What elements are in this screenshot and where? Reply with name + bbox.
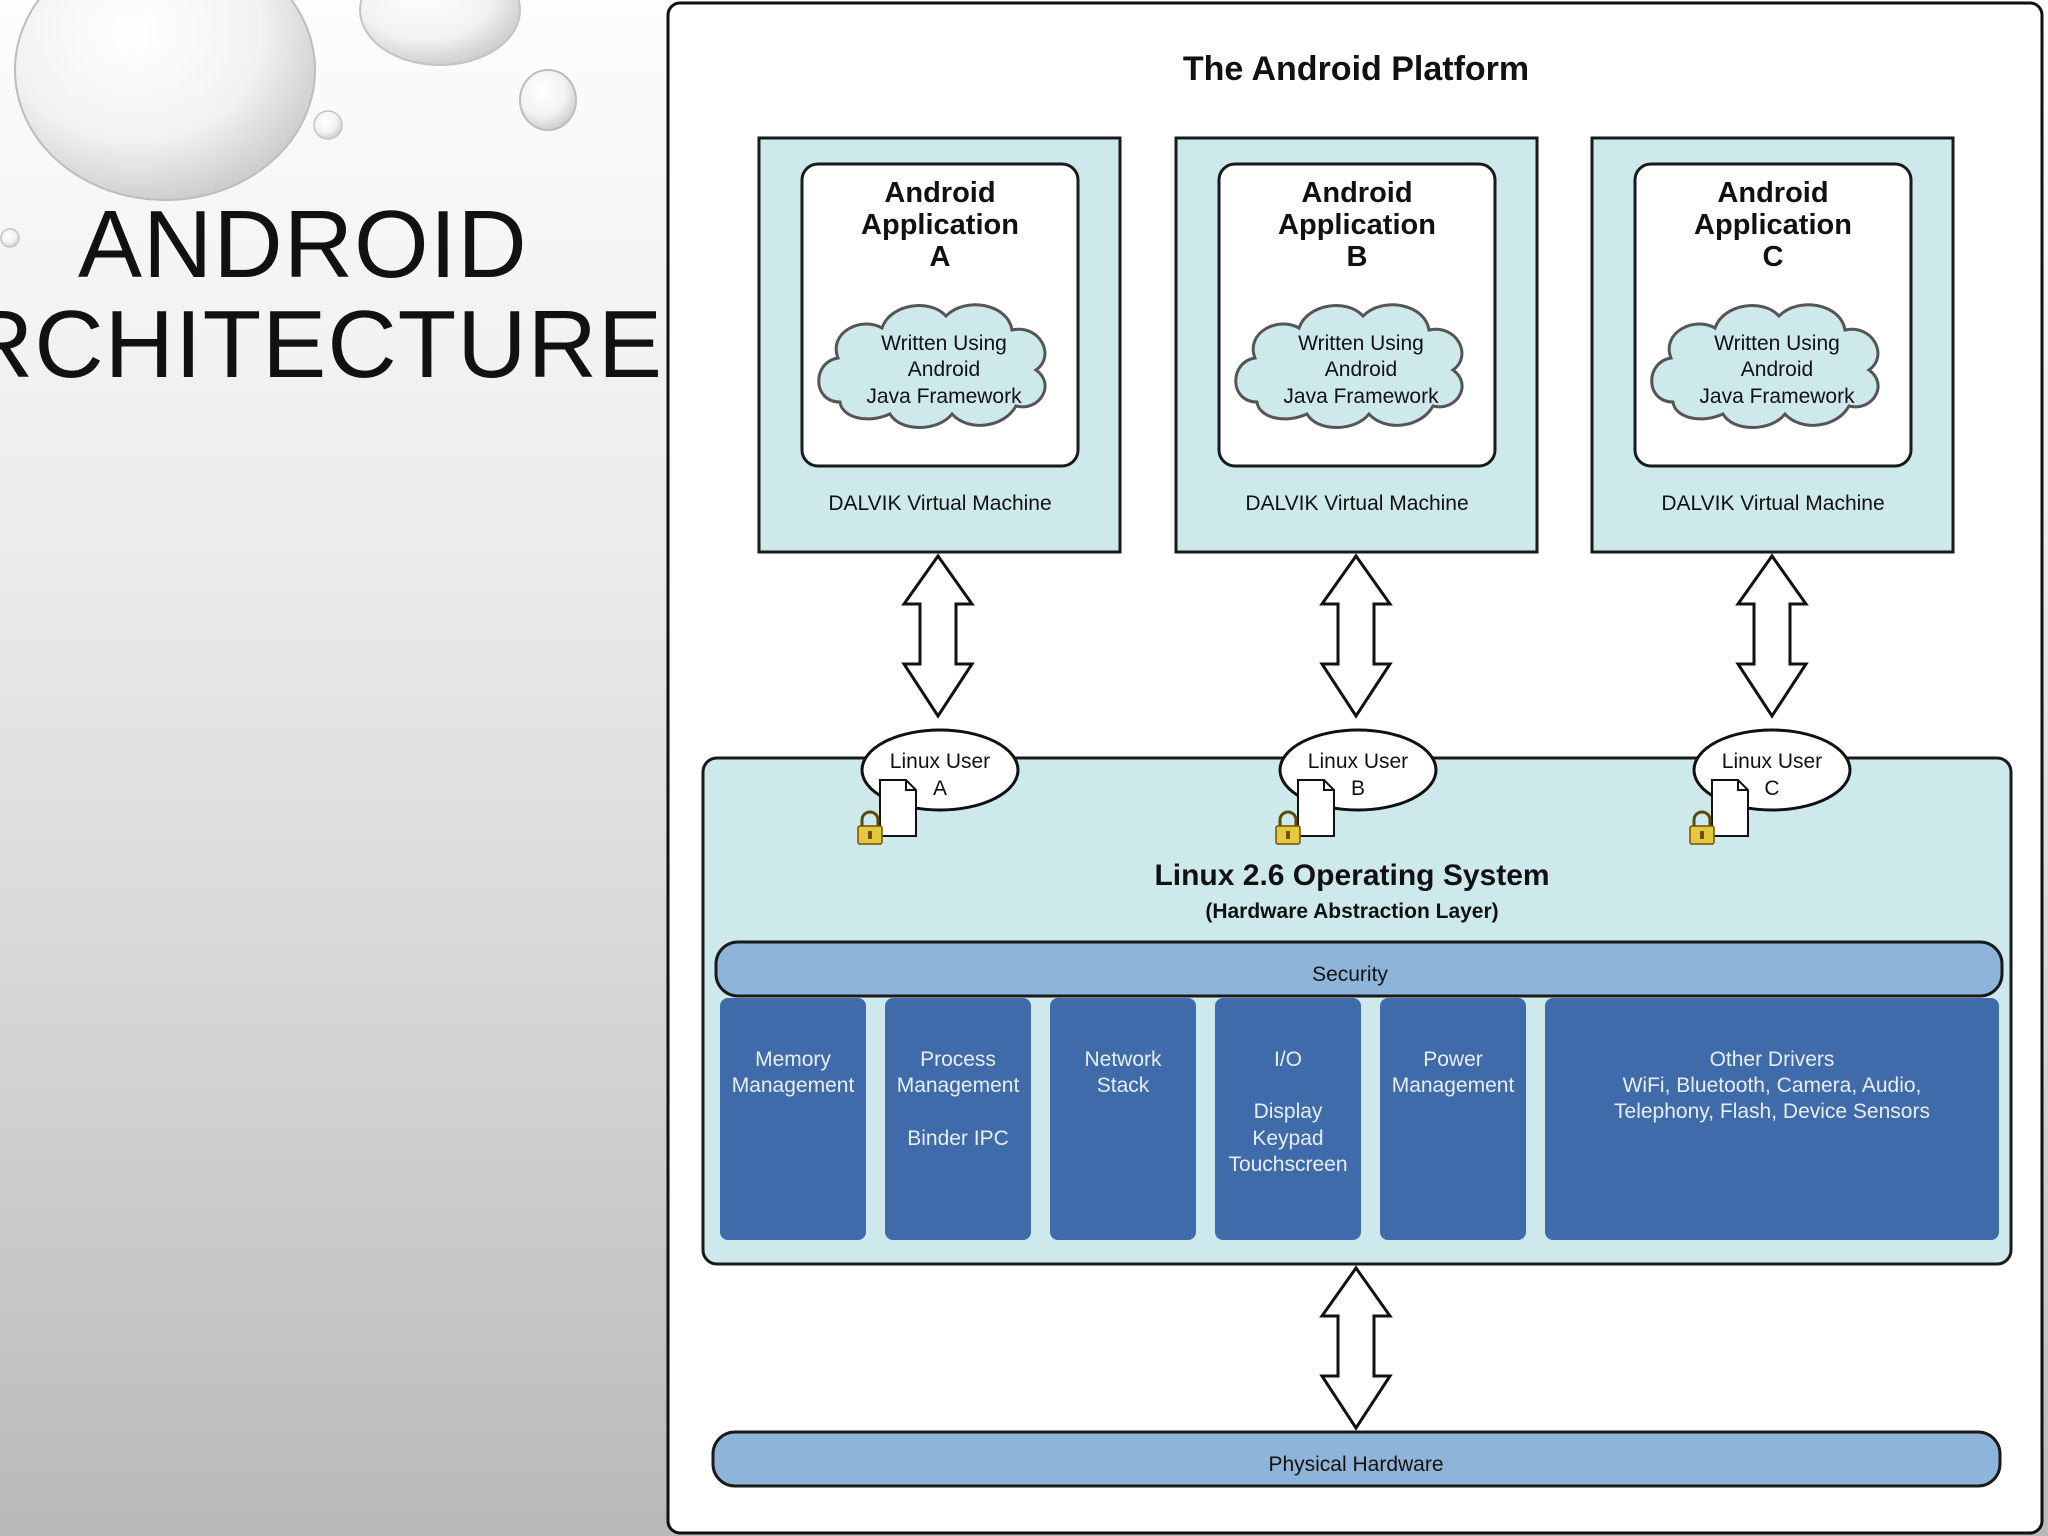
app-column-a: Android Application A Written Using Andr… bbox=[757, 136, 1122, 554]
cloud-text-line2: Android bbox=[908, 358, 980, 381]
security-bar bbox=[714, 940, 2004, 998]
linux-user-label: Linux User bbox=[1722, 750, 1822, 773]
module-box bbox=[1545, 998, 1999, 1240]
module-network-stack: Network Stack bbox=[1050, 998, 1196, 1240]
slide-title-line-2: RCHITECTURE bbox=[0, 291, 660, 398]
cloud-text-line1: Written Using bbox=[1298, 332, 1424, 355]
module-process-management: Process Management Binder IPC bbox=[885, 998, 1031, 1240]
module-text: WiFi, Bluetooth, Camera, Audio, bbox=[1623, 1074, 1922, 1097]
slide-title-line-1: ANDROID bbox=[78, 191, 528, 298]
arrow-app-a-to-os bbox=[901, 553, 975, 719]
app-label-line1: Android bbox=[1301, 177, 1412, 209]
cloud-shape bbox=[1650, 303, 1880, 429]
module-text: Network bbox=[1084, 1048, 1162, 1071]
module-text: I/O bbox=[1274, 1048, 1302, 1071]
module-text: Power bbox=[1423, 1048, 1483, 1071]
cloud-text-line2: Android bbox=[1741, 358, 1813, 381]
module-text: Telephony, Flash, Device Sensors bbox=[1614, 1100, 1930, 1123]
app-letter: A bbox=[930, 241, 951, 273]
linux-user-b: Linux User B bbox=[1274, 728, 1438, 846]
module-text: Process bbox=[920, 1048, 996, 1071]
module-text: Management bbox=[1392, 1074, 1515, 1097]
module-text: Memory bbox=[755, 1048, 831, 1071]
module-box bbox=[1215, 998, 1361, 1240]
app-column-c: Android Application C Written Using Andr… bbox=[1590, 136, 1955, 554]
module-text: Display bbox=[1254, 1100, 1323, 1123]
module-memory-management: Memory Management bbox=[720, 998, 866, 1240]
app-letter: B bbox=[1347, 241, 1368, 273]
arrow-app-b-to-os bbox=[1319, 553, 1393, 719]
arrow-os-to-hardware bbox=[1319, 1265, 1393, 1431]
cloud-text-line3: Java Framework bbox=[1699, 385, 1855, 408]
module-box bbox=[720, 998, 866, 1240]
app-column-b: Android Application B Written Using Andr… bbox=[1174, 136, 1539, 554]
app-label-line1: Android bbox=[1717, 177, 1828, 209]
module-box bbox=[1050, 998, 1196, 1240]
os-subtitle: (Hardware Abstraction Layer) bbox=[1205, 900, 1498, 923]
module-other-drivers: Other Drivers WiFi, Bluetooth, Camera, A… bbox=[1545, 998, 1999, 1240]
cloud-text-line3: Java Framework bbox=[866, 385, 1022, 408]
linux-user-label: Linux User bbox=[890, 750, 990, 773]
app-letter: C bbox=[1763, 241, 1784, 273]
module-box bbox=[885, 998, 1031, 1240]
module-text: Management bbox=[732, 1074, 855, 1097]
app-label-line2: Application bbox=[1278, 209, 1436, 241]
document-icon bbox=[879, 779, 917, 837]
linux-user-a: Linux User A bbox=[856, 728, 1020, 846]
cloud-text-line2: Android bbox=[1325, 358, 1397, 381]
cloud-text-line1: Written Using bbox=[1714, 332, 1840, 355]
linux-user-letter: B bbox=[1351, 777, 1365, 800]
module-text: Management bbox=[897, 1074, 1020, 1097]
module-text: Binder IPC bbox=[907, 1127, 1009, 1150]
app-label-line2: Application bbox=[1694, 209, 1852, 241]
vm-label: DALVIK Virtual Machine bbox=[828, 492, 1051, 515]
module-box bbox=[1380, 998, 1526, 1240]
security-label: Security bbox=[1312, 963, 1388, 986]
module-text: Keypad bbox=[1252, 1127, 1323, 1150]
module-text: Stack bbox=[1097, 1074, 1150, 1097]
document-icon bbox=[1297, 779, 1335, 837]
vm-label: DALVIK Virtual Machine bbox=[1245, 492, 1468, 515]
module-power-management: Power Management bbox=[1380, 998, 1526, 1240]
cloud-shape bbox=[817, 303, 1047, 429]
module-text: Other Drivers bbox=[1710, 1048, 1835, 1071]
document-icon bbox=[1711, 779, 1749, 837]
linux-user-label: Linux User bbox=[1308, 750, 1408, 773]
linux-user-letter: A bbox=[933, 777, 947, 800]
cloud-shape bbox=[1234, 303, 1464, 429]
app-label-line2: Application bbox=[861, 209, 1019, 241]
cloud-text-line1: Written Using bbox=[881, 332, 1007, 355]
slide-title: ANDROID RCHITECTURE bbox=[0, 190, 660, 410]
os-title: Linux 2.6 Operating System bbox=[1154, 859, 1549, 892]
diagram-title: The Android Platform bbox=[1183, 50, 1529, 88]
physical-hardware-label: Physical Hardware bbox=[1268, 1453, 1443, 1476]
cloud-text-line3: Java Framework bbox=[1283, 385, 1439, 408]
linux-user-c: Linux User C bbox=[1688, 728, 1852, 846]
physical-hardware-bar bbox=[711, 1430, 2002, 1488]
linux-user-letter: C bbox=[1764, 777, 1779, 800]
app-label-line1: Android bbox=[884, 177, 995, 209]
module-io: I/O Display Keypad Touchscreen bbox=[1215, 998, 1361, 1240]
module-text: Touchscreen bbox=[1228, 1153, 1347, 1176]
vm-label: DALVIK Virtual Machine bbox=[1661, 492, 1884, 515]
water-drops-decoration bbox=[0, 0, 577, 248]
arrow-app-c-to-os bbox=[1735, 553, 1809, 719]
